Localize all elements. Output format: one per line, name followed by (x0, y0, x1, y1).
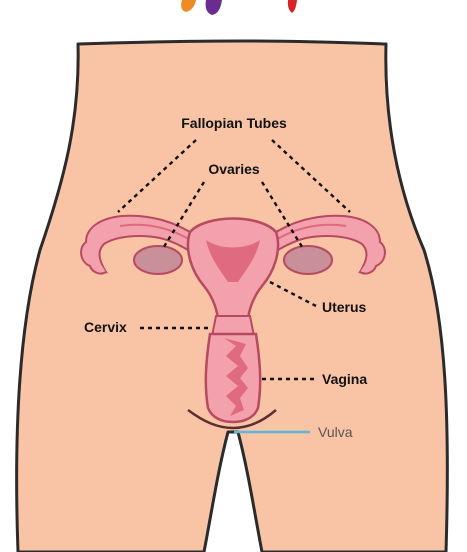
label-cervix: Cervix (84, 319, 127, 335)
label-vagina: Vagina (322, 371, 367, 387)
left-ovary (134, 246, 182, 274)
logo-purple-shape (206, 0, 222, 15)
logo-orange-shape (181, 0, 196, 12)
logo-red-shape (288, 0, 297, 13)
label-fallopian-tubes: Fallopian Tubes (181, 115, 287, 131)
logo-fragment (181, 0, 297, 15)
right-ovary (284, 246, 332, 274)
label-uterus: Uterus (322, 299, 367, 315)
label-vulva: Vulva (318, 424, 353, 440)
label-ovaries: Ovaries (208, 161, 260, 177)
